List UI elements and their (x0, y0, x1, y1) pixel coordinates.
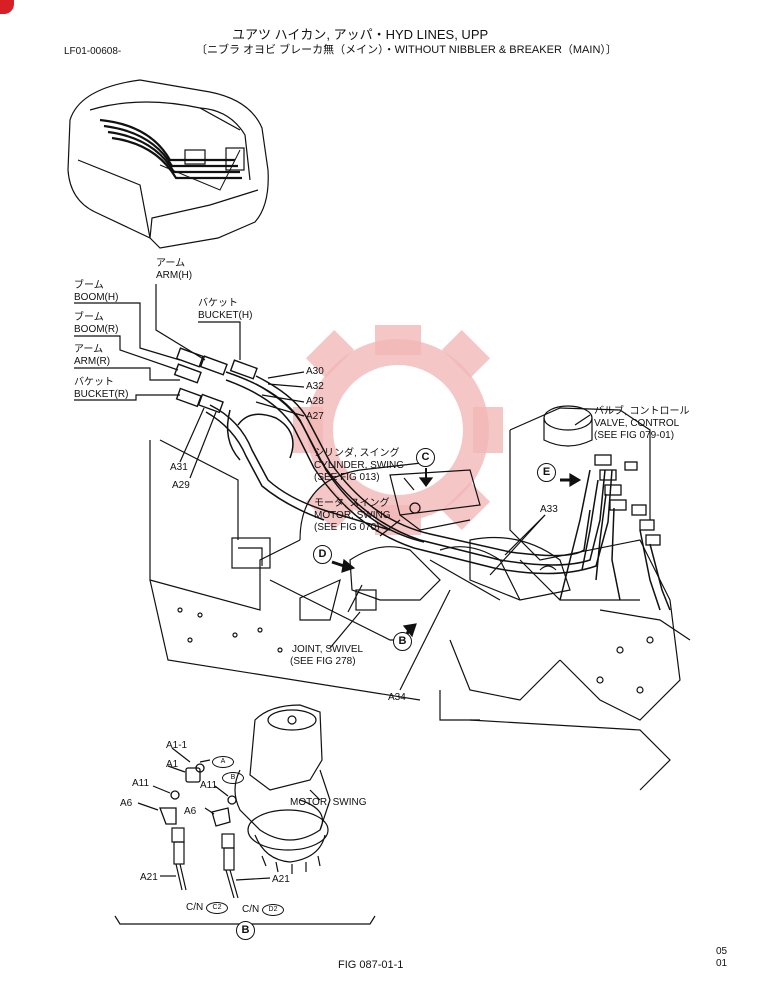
callout-b-detail: B (236, 921, 255, 940)
page-number-b: 01 (716, 958, 728, 969)
label-bucket-r-jp: バケット (74, 377, 114, 388)
label-bucket-r: BUCKET(R) (74, 389, 129, 400)
part-a11-left: A11 (132, 778, 150, 789)
part-a34: A34 (388, 692, 406, 703)
part-a27: A27 (306, 411, 324, 422)
label-joint-ref: (SEE FIG 278) (290, 656, 356, 667)
callout-e: E (537, 463, 556, 482)
label-boom-r: BOOM(R) (74, 324, 119, 335)
label-motor-jp: モータ, スイング (314, 498, 390, 509)
part-a29: A29 (172, 480, 190, 491)
label-valve-jp: バルブ, コントロール (594, 406, 690, 417)
label-valve-ref: (SEE FIG 079-01) (594, 430, 675, 441)
oval-c2: C2 (206, 902, 228, 914)
part-a31: A31 (170, 462, 188, 473)
oval-d2: D2 (262, 904, 284, 916)
part-a6-right: A6 (184, 806, 197, 817)
part-a1-1: A1-1 (166, 740, 188, 751)
oval-a: A (212, 756, 234, 768)
callout-c: C (416, 448, 435, 467)
label-motor-ref: (SEE FIG 070) (314, 522, 380, 533)
doc-code: LF01-00608- (64, 46, 122, 57)
label-boom-h: BOOM(H) (74, 292, 119, 303)
label-motor-swing-detail: MOTOR, SWING (290, 797, 367, 808)
label-boom-h-jp: ブーム (74, 280, 104, 291)
label-motor: MOTOR, SWING (314, 510, 391, 521)
part-a32: A32 (306, 381, 324, 392)
label-cylinder-ref: (SEE FIG 013) (314, 472, 380, 483)
label-cylinder-jp: シリンダ, スイング (314, 448, 400, 459)
part-cn-right: C/N (242, 904, 260, 915)
label-valve: VALVE, CONTROL (594, 418, 680, 429)
page-number-a: 05 (716, 946, 728, 957)
part-a33: A33 (540, 504, 558, 515)
page-title: ユアツ ハイカン, アッパ・HYD LINES, UPP (232, 27, 489, 42)
watermark-gear (307, 339, 489, 521)
page-subtitle: 〔ニブラ オヨビ ブレーカ無（メイン）・WITHOUT NIBBLER & BR… (196, 44, 617, 56)
label-boom-r-jp: ブーム (74, 312, 104, 323)
corner-mark (0, 0, 14, 14)
part-a1: A1 (166, 759, 179, 770)
figure-number: FIG 087-01-1 (338, 959, 404, 971)
label-arm-r: ARM(R) (74, 356, 111, 367)
part-a11-right: A11 (200, 780, 218, 791)
label-joint: JOINT, SWIVEL (292, 644, 364, 655)
part-a21-right: A21 (272, 874, 290, 885)
part-a28: A28 (306, 396, 324, 407)
label-bucket-h-jp: バケット (198, 298, 238, 309)
part-a6-left: A6 (120, 798, 133, 809)
oval-b: B (222, 772, 244, 784)
watermark-teeth (293, 325, 503, 535)
label-bucket-h: BUCKET(H) (198, 310, 253, 321)
callout-b: B (393, 632, 412, 651)
label-arm-h: ARM(H) (156, 270, 193, 281)
callout-d: D (313, 545, 332, 564)
part-cn-left: C/N (186, 902, 204, 913)
label-cylinder: CYLINDER, SWING (314, 460, 405, 471)
label-arm-r-jp: アーム (74, 344, 104, 355)
label-arm-h-jp: アーム (156, 258, 186, 269)
part-a21-left: A21 (140, 872, 158, 883)
part-a30: A30 (306, 366, 324, 377)
